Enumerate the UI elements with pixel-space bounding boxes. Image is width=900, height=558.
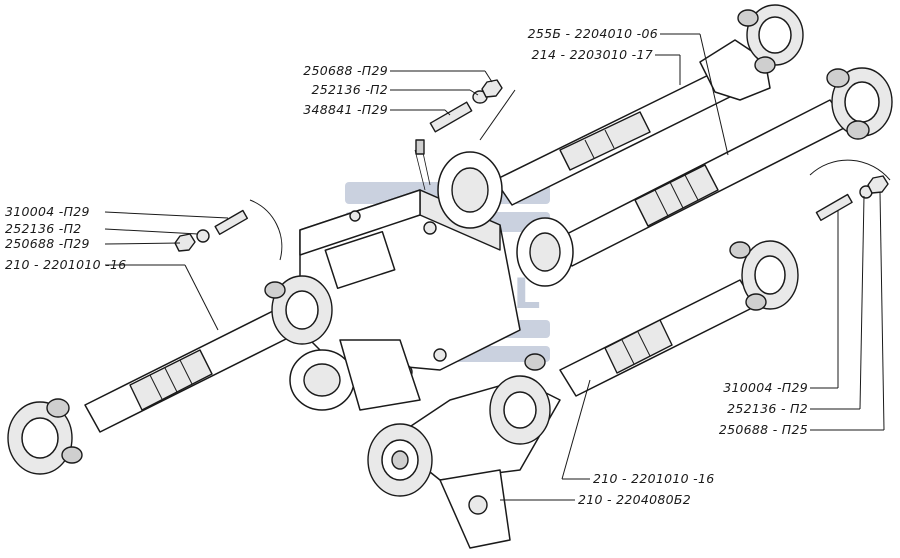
intermediate-support-bracket <box>367 353 561 549</box>
leader-lines <box>104 33 885 501</box>
label-top-348841: 348841 -П29 <box>303 102 388 117</box>
label-right-250688: 250688 - П25 <box>719 422 808 437</box>
label-right-252136: 252136 - П2 <box>727 401 808 416</box>
fasteners-left <box>174 209 249 252</box>
lower-front-shaft <box>559 240 799 397</box>
label-right-2556: 255Б - 2204010 -06 <box>528 26 658 41</box>
middle-rear-shaft <box>554 67 893 267</box>
label-right-310004: 310004 -П29 <box>723 380 808 395</box>
label-left-shaft: 210 - 2201010 -16 <box>5 257 126 272</box>
label-left-250688: 250688 -П29 <box>5 236 90 251</box>
label-left-252136: 252136 -П2 <box>5 221 82 236</box>
label-bottom-bracket: 210 - 2204080Б2 <box>578 492 691 507</box>
upper-rear-shaft <box>494 4 804 206</box>
detail-callout-arc-right <box>809 159 891 181</box>
label-right-214: 214 - 2203010 -17 <box>532 47 653 62</box>
label-top-252136: 252136 -П2 <box>311 82 388 97</box>
transfer-case-body <box>289 139 574 411</box>
label-left-310004: 310004 -П29 <box>5 204 90 219</box>
fasteners-top <box>429 79 503 133</box>
left-front-shaft <box>7 275 333 475</box>
label-top-250688: 250688 -П29 <box>303 63 388 78</box>
fasteners-right <box>815 175 889 222</box>
detail-callout-arc-left <box>249 199 283 261</box>
label-bottom-shaft: 210 - 2201010 -16 <box>593 471 714 486</box>
